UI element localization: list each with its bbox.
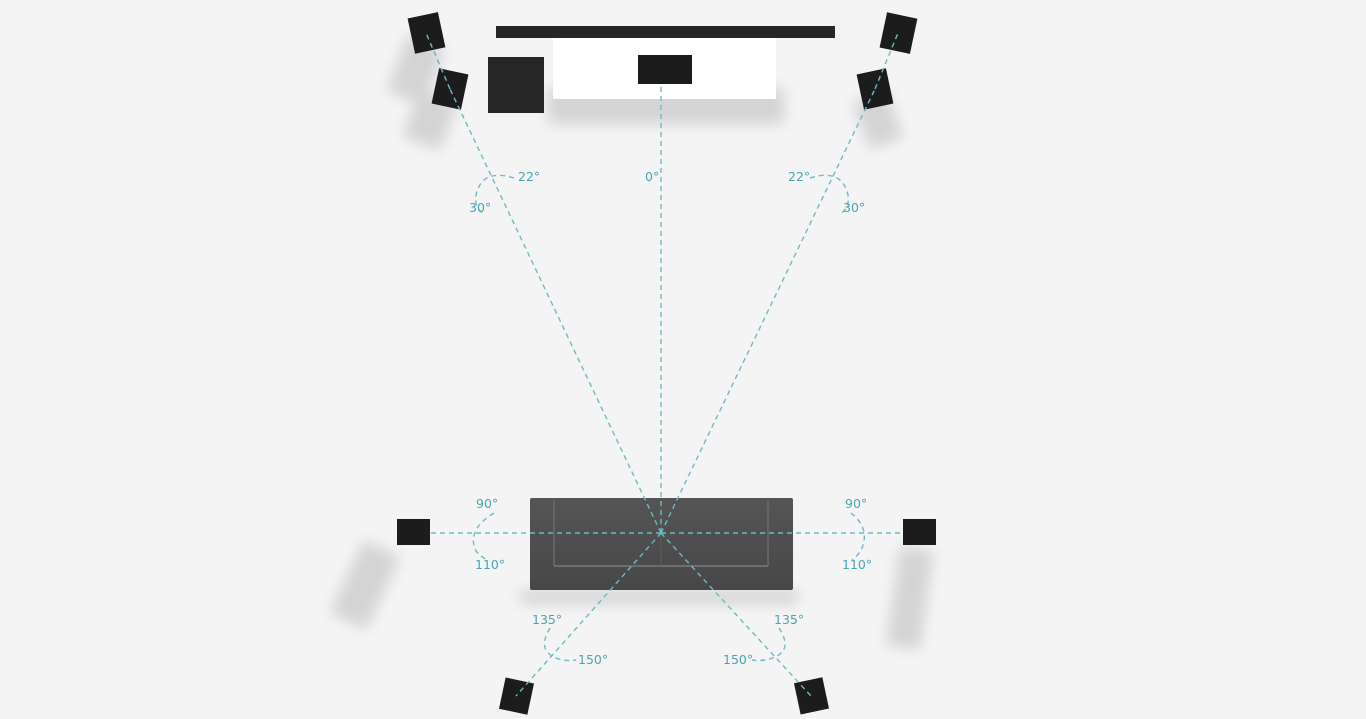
arc-front-right <box>809 174 850 215</box>
label-front-right-inner: 22° <box>788 169 810 184</box>
arc-rear-left <box>543 627 577 662</box>
guide-line-rear-right <box>660 532 812 697</box>
side-left-speaker <box>397 519 430 545</box>
front-right-top-speaker <box>879 12 918 54</box>
guide-line-rear-left <box>515 532 662 697</box>
label-rear-right-bottom: 150° <box>723 652 753 667</box>
side-left-shadow <box>329 540 401 630</box>
guide-lines <box>425 32 903 697</box>
angle-labels: 0° 22° 30° 22° 30° 90° 110° 90° 110° 135… <box>469 169 872 667</box>
label-rear-left-top: 135° <box>532 612 562 627</box>
tv-screen <box>496 26 835 38</box>
arc-side-left <box>472 512 495 561</box>
front-left-top-shadow <box>386 34 446 106</box>
guide-line-front-right-top <box>874 32 899 90</box>
front-left-top-speaker <box>407 12 446 54</box>
label-rear-left-bottom: 150° <box>578 652 608 667</box>
center-speaker <box>638 55 692 84</box>
guide-line-front-left <box>449 88 662 534</box>
label-center-angle: 0° <box>645 169 659 184</box>
label-front-left-inner: 22° <box>518 169 540 184</box>
side-right-shadow <box>886 546 934 650</box>
subwoofer <box>488 57 544 113</box>
guide-line-front-left-top <box>425 32 451 90</box>
rear-right-speaker <box>793 677 829 715</box>
arc-side-right <box>850 512 866 561</box>
sofa <box>530 498 793 590</box>
sofa-shadow <box>520 590 798 604</box>
label-side-right-top: 90° <box>845 496 867 511</box>
side-right-speaker <box>903 519 936 545</box>
guide-line-front-right <box>660 88 876 534</box>
label-front-left-outer: 30° <box>469 200 491 215</box>
label-side-left-top: 90° <box>476 496 498 511</box>
label-front-right-outer: 30° <box>843 200 865 215</box>
label-rear-right-top: 135° <box>774 612 804 627</box>
arc-rear-right <box>751 627 786 662</box>
label-side-right-bottom: 110° <box>842 557 872 572</box>
label-side-left-bottom: 110° <box>475 557 505 572</box>
arc-front-left <box>474 174 515 215</box>
